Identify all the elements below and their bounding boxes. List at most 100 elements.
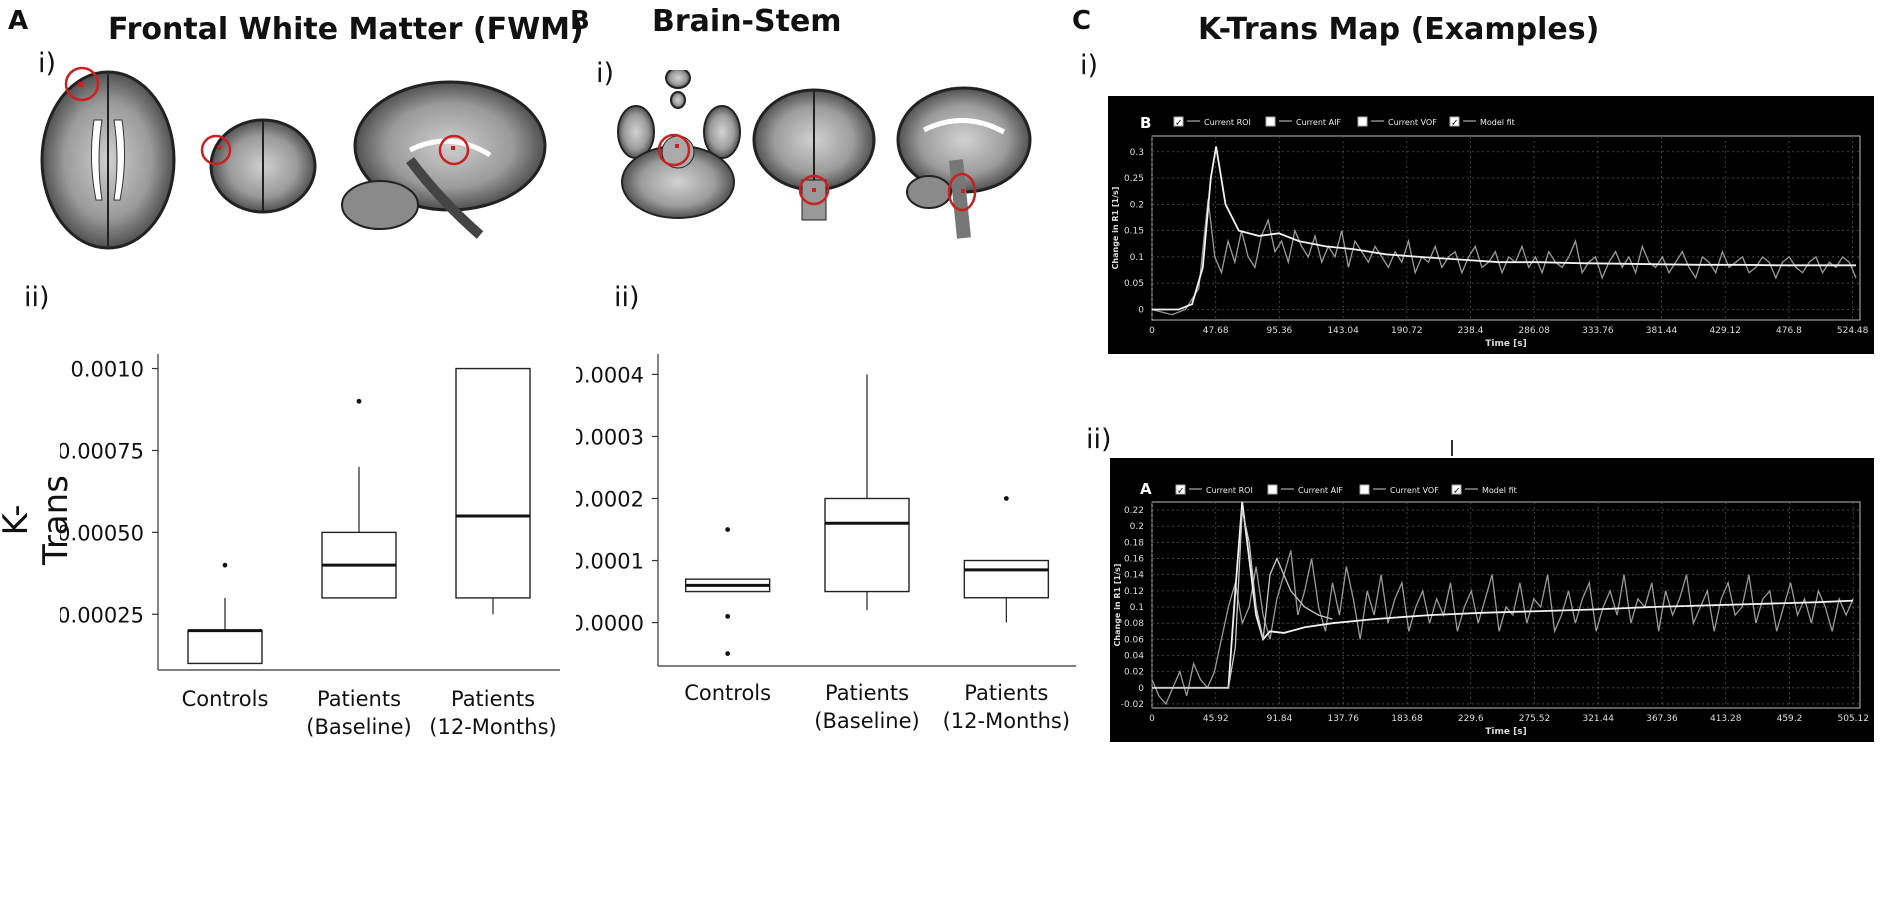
- panel-title-a: Frontal White Matter (FWM): [108, 12, 584, 47]
- y-tick-label: 0.00075: [60, 439, 144, 463]
- x-tick-label: 143.04: [1327, 326, 1359, 336]
- legend-checkbox: [1449, 116, 1460, 127]
- y-tick-label: 0.0001: [576, 550, 644, 574]
- y-tick-label: 0.04: [1124, 651, 1144, 661]
- legend-item: Current VOF: [1357, 116, 1437, 127]
- y-tick-label: 0.22: [1124, 506, 1144, 516]
- y-tick-label: 0.02: [1124, 668, 1144, 678]
- x-tick-label: 321.44: [1582, 714, 1614, 724]
- x-category-label: Controls: [684, 681, 771, 705]
- legend-label: Current AIF: [1296, 118, 1341, 127]
- x-category-label: Patients: [317, 687, 401, 711]
- box-group: [187, 562, 263, 665]
- x-tick-label: 459.2: [1777, 714, 1803, 724]
- y-tick-label: -0.02: [1121, 700, 1144, 710]
- x-tick-label: 45.92: [1203, 714, 1229, 724]
- x-tick-label: 524.48: [1837, 326, 1869, 336]
- legend-checkbox: [1265, 116, 1276, 127]
- panel-a-sub-ii: ii): [24, 282, 50, 313]
- roi-circle: [200, 134, 232, 166]
- box-rect: [187, 629, 263, 665]
- legend-checkbox: [1175, 484, 1186, 495]
- x-category-label: (Baseline): [306, 715, 411, 739]
- x-tick-label: 190.72: [1391, 326, 1423, 336]
- y-tick-label: 0.05: [1124, 279, 1144, 289]
- legend-check-mark: ✓: [1453, 487, 1461, 497]
- x-tick-label: 286.08: [1518, 326, 1550, 336]
- x-tick-label: 91.84: [1267, 714, 1293, 724]
- legend-check-mark: ✓: [1451, 119, 1459, 129]
- series-line: [1152, 146, 1856, 311]
- y-tick-label: 0.12: [1124, 587, 1144, 597]
- y-tick-label: 0.25: [1124, 174, 1144, 184]
- x-tick-label: 137.76: [1327, 714, 1359, 724]
- legend-item: ✓Model fit: [1449, 116, 1515, 129]
- x-tick-label: 238.4: [1458, 326, 1484, 336]
- x-category-label: (12-Months): [943, 709, 1070, 733]
- panel-b-sub-i: i): [596, 58, 615, 89]
- x-tick-label: 0: [1149, 326, 1155, 336]
- coronal-brainstem-image: [752, 88, 876, 221]
- brain-images-fwm: [40, 66, 547, 250]
- panel-title-b: Brain-Stem: [652, 4, 842, 39]
- y-tick-label: 0.14: [1124, 571, 1144, 581]
- panel-b-sub-ii: ii): [614, 282, 640, 313]
- y-tick-label: 0.06: [1124, 635, 1144, 645]
- x-tick-label: 95.36: [1267, 326, 1293, 336]
- x-tick-label: 476.8: [1776, 326, 1802, 336]
- roi-circle: [438, 134, 470, 166]
- y-tick-label: 0.16: [1124, 555, 1144, 565]
- outlier-point: [1003, 496, 1009, 501]
- roi-circle: [798, 174, 830, 206]
- roi-circle: [657, 133, 691, 167]
- legend-label: Current ROI: [1204, 118, 1251, 127]
- x-axis-label: Time [s]: [1485, 727, 1526, 737]
- x-tick-label: 229.6: [1458, 714, 1484, 724]
- x-tick-label: 367.36: [1646, 714, 1678, 724]
- outlier-point: [725, 613, 731, 619]
- legend-checkbox: [1173, 116, 1184, 127]
- x-category-label: Patients: [451, 687, 535, 711]
- legend-checkbox: [1451, 484, 1462, 495]
- axial-slice-image: [40, 66, 176, 250]
- box-rect: [824, 497, 910, 593]
- panel-letter-b: B: [570, 6, 590, 36]
- panel-c-sub-ii: ii): [1086, 424, 1112, 455]
- y-tick-label: 0.3: [1130, 148, 1144, 158]
- plot-background: [1108, 96, 1874, 354]
- legend-item: Current AIF: [1265, 116, 1341, 127]
- box-group: [824, 374, 910, 611]
- y-tick-label: 0.2: [1130, 200, 1144, 210]
- legend-checkbox: [1357, 116, 1368, 127]
- x-axis-label: Time [s]: [1485, 339, 1526, 349]
- x-tick-label: 275.52: [1519, 714, 1551, 724]
- x-tick-label: 505.12: [1837, 714, 1869, 724]
- legend-item: ✓ Model fit: [1451, 484, 1517, 497]
- plot-title: B: [1140, 114, 1151, 132]
- outlier-point: [356, 398, 362, 404]
- series-line: [1151, 199, 1857, 316]
- y-tick-label: 0.0004: [576, 363, 644, 387]
- plot-background: [1110, 458, 1874, 742]
- y-tick-label: 0: [1138, 684, 1144, 694]
- x-tick-label: 381.44: [1646, 326, 1678, 336]
- y-axis-label: Change in R1 [1/s]: [1113, 564, 1122, 647]
- y-tick-label: 0.0002: [576, 487, 644, 511]
- panel-title-c: K-Trans Map (Examples): [1198, 12, 1600, 47]
- box-group: [321, 398, 397, 599]
- legend-label: Model fit: [1482, 486, 1517, 495]
- legend-checkbox: [1267, 484, 1278, 495]
- plot-frame: [1151, 501, 1861, 709]
- y-axis-label: Change in R1 [1/s]: [1111, 187, 1120, 270]
- series-line: [1152, 509, 1333, 689]
- outlier-point: [725, 527, 731, 532]
- x-tick-label: 429.12: [1709, 326, 1741, 336]
- y-tick-label: 0.2: [1130, 522, 1144, 532]
- plot-title: A: [1140, 480, 1152, 498]
- legend-check-mark: ✓: [1177, 487, 1185, 497]
- y-tick-label: 0.15: [1124, 227, 1144, 237]
